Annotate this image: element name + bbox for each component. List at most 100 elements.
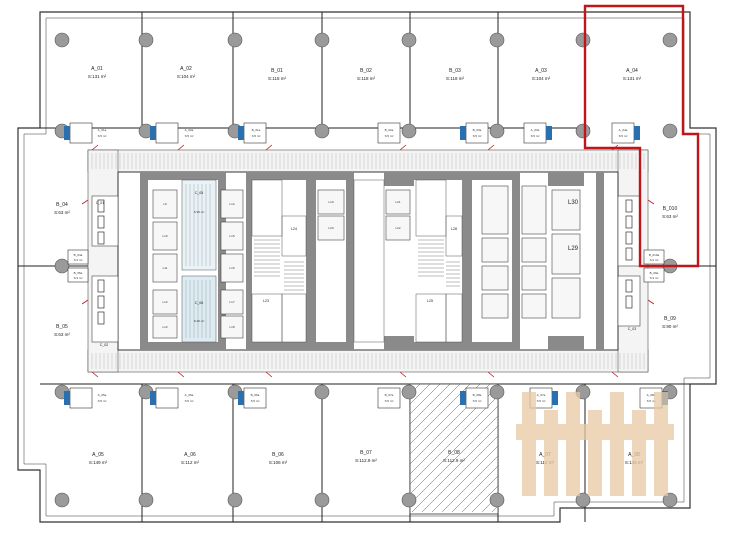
- wc-name: B_06a: [251, 393, 260, 397]
- room-area: S:104 m²: [177, 74, 196, 79]
- room-name: B_08: [448, 450, 460, 456]
- stair-label: L24: [291, 227, 297, 231]
- window-blocks: [97, 199, 633, 325]
- room-area: S:63 m²: [662, 214, 678, 219]
- room-name: A_03: [535, 68, 547, 74]
- wc-area: S:5 m²: [185, 399, 194, 403]
- wc-labels: A_01a S:5 m² A_02a S:5 m² B_01a S:5 m² B…: [74, 128, 660, 403]
- wc-name: A_05a: [98, 393, 107, 397]
- selected-unit-highlight: [583, 4, 700, 268]
- wc-name: A_02a: [185, 128, 194, 132]
- watermark-logo: [516, 392, 674, 496]
- lift-label: L13: [162, 325, 167, 329]
- room-name: B_07: [360, 450, 372, 456]
- wc-area: S:3 m²: [74, 276, 83, 280]
- room-area: S:118 m²: [446, 76, 464, 81]
- lobby-2-area: S:26 m²: [194, 319, 205, 323]
- lift-label: L11: [163, 266, 168, 270]
- room-area: S:118 m²: [357, 76, 375, 81]
- wc-name: A_04a: [619, 128, 628, 132]
- room-area: S:112.9 m²: [443, 458, 465, 463]
- wc-area: S:5 m²: [647, 399, 656, 403]
- wc-area: S:5 m²: [251, 399, 260, 403]
- lift-label: L17: [229, 300, 234, 304]
- wc-area: S:5 m²: [473, 399, 482, 403]
- room-name: A_04: [626, 68, 638, 74]
- lobby-1-name: C_05: [195, 191, 204, 195]
- stair-label: L25: [427, 299, 433, 303]
- lobby-1-area: S:35 m²: [194, 210, 205, 214]
- lift-label: L16: [229, 266, 234, 270]
- wc-name: A_07a: [537, 393, 546, 397]
- room-area: S:131 m²: [88, 74, 107, 79]
- wc-area: S:3 m²: [650, 276, 659, 280]
- wc-name: B_05a: [74, 271, 83, 275]
- lift-label: L10: [162, 234, 167, 238]
- room-area: S:63 m²: [54, 210, 70, 215]
- room-area: S:106 m²: [269, 460, 288, 465]
- room-area: S:131 m²: [623, 76, 642, 81]
- wc-name: A_03a: [531, 128, 540, 132]
- wc-name: B_07a: [385, 393, 394, 397]
- wc-name: A_08a: [647, 393, 656, 397]
- lift-label: L19: [328, 200, 333, 204]
- room-name: A_05: [92, 452, 104, 458]
- lift-label: L9: [163, 202, 167, 206]
- room-name: B_09: [664, 316, 676, 322]
- wc-area: S:5 m²: [185, 134, 194, 138]
- lobby-2-name: C_06: [195, 301, 204, 305]
- room-name: A_01: [91, 66, 103, 72]
- lift-label: L22: [395, 226, 400, 230]
- room-area: S:112.9 m²: [355, 458, 377, 463]
- lift-label: L18: [229, 325, 234, 329]
- wc-name: B_01a: [252, 128, 261, 132]
- wc-name: A_06a: [185, 393, 194, 397]
- stair-label: L30: [568, 200, 579, 206]
- stair-label: L28: [451, 227, 457, 231]
- corridor-label: C_02: [100, 343, 109, 347]
- room-area: S:118 m²: [268, 76, 286, 81]
- corridor-hatch: [91, 153, 645, 369]
- room-name: B_04: [56, 202, 68, 208]
- room-name: B_06: [272, 452, 284, 458]
- wc-name: B_03a: [473, 128, 482, 132]
- door-marks: [81, 144, 655, 378]
- wc-area: S:5 m²: [385, 134, 394, 138]
- corridor-label: C_03: [628, 327, 637, 331]
- wc-name: B_08a: [473, 393, 482, 397]
- wc-area: S:5 m²: [252, 134, 261, 138]
- wc-name: B_010a: [649, 253, 660, 257]
- wc-area: S:3 m²: [74, 258, 83, 262]
- room-area: S:104 m²: [532, 76, 551, 81]
- wc-area: S:3 m²: [650, 258, 659, 262]
- wc-area: S:5 m²: [537, 399, 546, 403]
- room-name: A_06: [184, 452, 196, 458]
- lift-label: L15: [229, 234, 234, 238]
- wc-area: S:5 m²: [98, 134, 107, 138]
- wc-name: B_09a: [650, 271, 659, 275]
- room-name: B_02: [360, 68, 372, 74]
- lift-label: L20: [328, 226, 333, 230]
- lift-label: L12: [162, 300, 167, 304]
- room-name: A_02: [180, 66, 192, 72]
- wc-name: B_04a: [74, 253, 83, 257]
- room-name: B_05: [56, 324, 68, 330]
- wc-area: S:5 m²: [531, 134, 540, 138]
- room-name: B_01: [271, 68, 283, 74]
- wc-area: S:5 m²: [385, 399, 394, 403]
- room-area: S:90 m²: [662, 324, 678, 329]
- structural-columns: [54, 32, 678, 508]
- wc-area: S:5 m²: [619, 134, 628, 138]
- room-name: B_03: [449, 68, 461, 74]
- stair-label: L29: [568, 246, 579, 252]
- room-name: B_010: [663, 206, 678, 212]
- corridor-label: C_01: [96, 201, 105, 205]
- lift-label: L21: [395, 200, 400, 204]
- room-area: S:112 m²: [181, 460, 199, 465]
- wc-area: S:5 m²: [473, 134, 482, 138]
- wc-area: S:5 m²: [98, 399, 107, 403]
- stair-label: L23: [263, 299, 269, 303]
- wc-fixtures: [64, 126, 668, 405]
- room-area: S:149 m²: [89, 460, 108, 465]
